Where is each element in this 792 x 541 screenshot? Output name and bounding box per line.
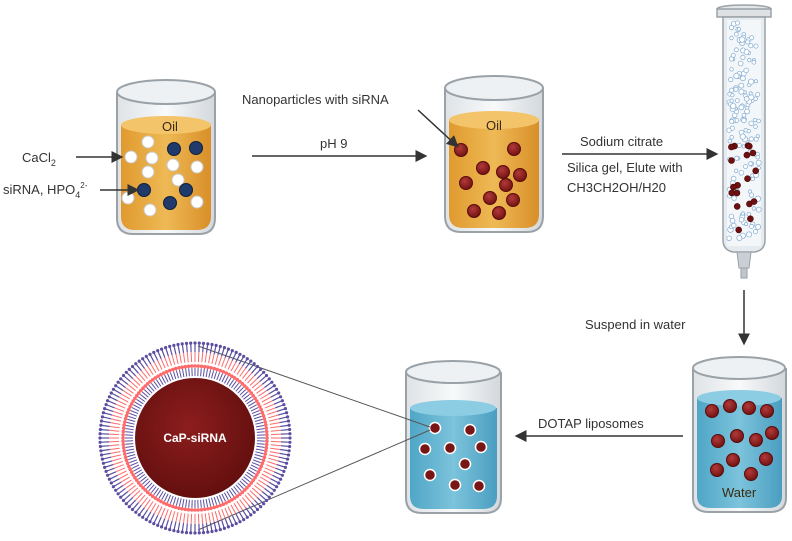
sirna-hpo4-label: siRNA, HPO42- [3, 181, 88, 200]
cap-sirna-core [135, 378, 255, 498]
zoomed-particle: CaP-siRNA [98, 341, 292, 535]
silica-gel-label: Silica gel, Elute with [567, 160, 683, 175]
zoom-line-bottom [197, 429, 431, 531]
beaker-2: Oil [444, 75, 544, 233]
core-label: CaP-siRNA [163, 431, 227, 445]
oil-label-2: Oil [486, 118, 502, 133]
nanoparticle-dots [454, 142, 527, 220]
sodium-citrate-label: Sodium citrate [580, 134, 663, 149]
nanoparticles-label: Nanoparticles with siRNA [242, 92, 389, 107]
dotap-label: DOTAP liposomes [538, 416, 644, 431]
column-nanoparticles [728, 142, 760, 234]
reagent-dots [121, 135, 204, 217]
liposome-particle-dots [418, 421, 488, 493]
beaker-4: Water [692, 356, 787, 513]
nanoparticles-pointer [417, 109, 459, 148]
chromatography-column [716, 4, 772, 279]
elute-solvent-label: CH3CH2OH/H20 [567, 180, 666, 195]
oil-label-1: Oil [162, 119, 178, 134]
silica-beads [726, 20, 762, 241]
water-label: Water [722, 485, 757, 500]
suspend-label: Suspend in water [585, 317, 686, 332]
ph-label: pH 9 [320, 136, 347, 151]
cacl2-label: CaCl2 [22, 150, 56, 168]
water-nanoparticle-dots [705, 399, 779, 481]
beaker-3 [405, 360, 502, 514]
lipid-shell [98, 341, 292, 535]
beaker-1: Oil [116, 79, 216, 235]
